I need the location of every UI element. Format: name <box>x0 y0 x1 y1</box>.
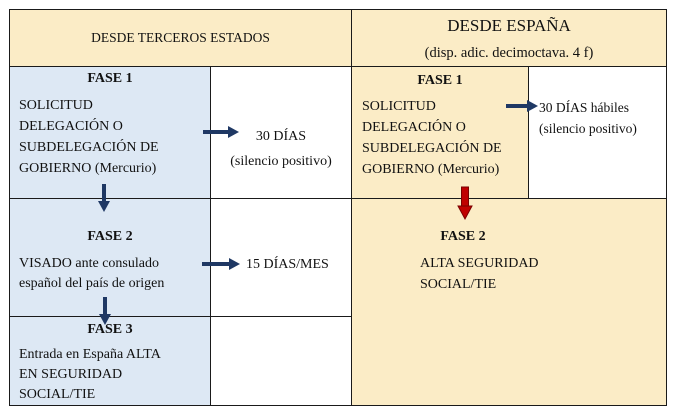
left-phase2-text-line2: español del país de origen <box>19 276 165 291</box>
right-phase2-line: SOCIAL/TIE <box>420 277 497 292</box>
right-phase2-title: FASE 2 <box>440 229 486 244</box>
left-phase1-text: SOLICITUD DELEGACIÓN O SUBDELEGACIÓN DE … <box>19 95 203 179</box>
right-phase1-result-days: 30 DÍAS hábiles <box>539 100 629 115</box>
left-phase3-line: EN SEGURIDAD <box>19 367 123 382</box>
left-phase1-title: FASE 1 <box>87 71 133 86</box>
table-border-right <box>666 9 667 406</box>
left-phase2-title: FASE 2 <box>87 229 133 244</box>
left-phase3-line: SOCIAL/TIE <box>19 387 96 402</box>
row-divider-2 <box>9 316 352 317</box>
arrow-right-icon <box>506 100 538 112</box>
right-phase2-text: ALTA SEGURIDAD SOCIAL/TIE <box>420 253 620 295</box>
arrow-down-icon <box>98 184 110 212</box>
left-phase3-cell <box>9 316 211 406</box>
left-phase1-cell <box>9 67 211 198</box>
header-right-subtitle: (disp. adic. decimoctava. 4 f) <box>424 45 594 61</box>
left-phase2-text-line1: VISADO ante consulado <box>19 256 159 271</box>
arrow-right-icon <box>202 258 240 270</box>
header-divider <box>9 66 667 67</box>
right-phase1-line: GOBIERNO (Mercurio) <box>362 162 500 177</box>
left-inner-divider <box>210 67 211 406</box>
left-phase1-result-note: (silencio positivo) <box>230 154 332 169</box>
header-left-cell <box>9 9 352 67</box>
row-divider-1 <box>9 198 667 199</box>
table-border-top <box>9 9 667 10</box>
right-phase2-cell <box>352 198 666 406</box>
left-phase2-result: 15 DÍAS/MES <box>246 257 329 272</box>
right-phase1-line: SUBDELEGACIÓN DE <box>362 141 502 156</box>
right-phase1-text: SOLICITUD DELEGACIÓN O SUBDELEGACIÓN DE … <box>362 96 528 180</box>
left-phase3-text: Entrada en España ALTA EN SEGURIDAD SOCI… <box>19 345 209 405</box>
right-phase1-result-note: (silencio positivo) <box>539 121 637 136</box>
left-phase2-cell <box>9 198 211 316</box>
arrow-down-red-icon <box>457 186 473 221</box>
right-phase1-line: SOLICITUD <box>362 99 436 114</box>
right-phase1-cell <box>352 67 528 198</box>
left-phase1-line: SOLICITUD <box>19 98 93 113</box>
arrow-down-icon <box>99 297 111 325</box>
right-phase1-line: DELEGACIÓN O <box>362 120 466 135</box>
left-phase1-line: GOBIERNO (Mercurio) <box>19 161 157 176</box>
right-phase1-result: 30 DÍAS hábiles (silencio positivo) <box>539 97 666 139</box>
left-phase1-result-days: 30 DÍAS <box>255 129 307 144</box>
right-inner-divider <box>528 67 529 198</box>
arrow-right-icon <box>203 126 239 138</box>
header-left-title: DESDE TERCEROS ESTADOS <box>91 30 270 45</box>
left-phase1-line: DELEGACIÓN O <box>19 119 123 134</box>
column-divider <box>351 9 352 406</box>
table-border-bottom <box>9 405 667 406</box>
left-phase1-line: SUBDELEGACIÓN DE <box>19 140 159 155</box>
left-phase1-result: 30 DÍAS (silencio positivo) <box>211 126 351 172</box>
header-right-title: DESDE ESPAÑA <box>447 16 571 35</box>
table-border-left <box>9 9 10 406</box>
left-phase3-line: Entrada en España ALTA <box>19 347 161 362</box>
header-right-cell <box>352 9 666 67</box>
left-phase3-title: FASE 3 <box>87 322 133 337</box>
right-phase1-title: FASE 1 <box>417 73 463 88</box>
right-phase2-line: ALTA SEGURIDAD <box>420 256 539 271</box>
